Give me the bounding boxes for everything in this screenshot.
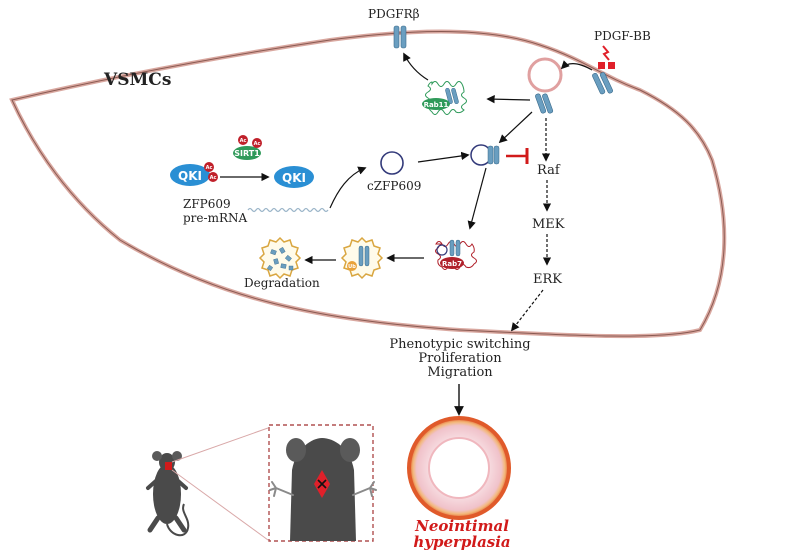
ligand-icon [598, 45, 615, 69]
outcome-migration: Migration [427, 365, 493, 380]
pre-mrna-strand [247, 207, 329, 213]
degradation-label: Degradation [244, 276, 320, 290]
result-label-line1: Neointimal [414, 517, 509, 535]
vessel-lumen [428, 437, 490, 499]
result-label-line2: hyperplasia [413, 533, 510, 551]
endocytic-vesicle [527, 57, 563, 93]
pathway-raf: Raf [537, 163, 561, 178]
ligand-bound-receptor [592, 72, 614, 95]
pathway-mek: MEK [532, 217, 565, 232]
svg-text:Ac: Ac [240, 138, 247, 144]
outcome-proliferation: Proliferation [418, 351, 502, 366]
recycling-endosome [425, 81, 467, 115]
qki-acetylated [170, 164, 210, 186]
ligand-label: PDGF-BB [594, 29, 651, 43]
circrna-label: cZFP609 [367, 179, 421, 193]
qki-deacetylated [274, 166, 314, 188]
svg-text:Ac: Ac [206, 165, 213, 171]
circrna [380, 151, 404, 175]
acetyl-group [252, 138, 262, 148]
sirt1-label: SIRT1 [234, 149, 260, 158]
svg-text:Ac: Ac [254, 141, 261, 147]
rab11-label: Rab11 [424, 101, 449, 109]
degradation-vesicle [258, 236, 302, 280]
sirt1-enzyme [233, 146, 261, 160]
svg-text:Ub: Ub [348, 264, 356, 270]
svg-text:Ac: Ac [210, 175, 217, 181]
rab11-badge [422, 98, 450, 110]
acetyl-group [208, 172, 218, 182]
injury-site-marker [165, 462, 172, 470]
outcome-phenotypic-switching: Phenotypic switching [389, 337, 530, 352]
ubiquitin-tag [347, 261, 357, 271]
internalized-receptor [535, 93, 554, 114]
rab7-badge [440, 257, 464, 269]
membrane-receptor [393, 25, 407, 49]
pre-mrna-label: ZFP609 [183, 197, 231, 211]
pre-mrna-label: pre-mRNA [183, 211, 247, 225]
protein-fragments [266, 246, 294, 272]
acetyl-group [238, 135, 248, 145]
cell-label: VSMCs [103, 70, 171, 90]
qki-label: QKI [178, 169, 202, 183]
qki-label: QKI [282, 171, 306, 185]
acetyl-group [204, 162, 214, 172]
receptor-label: PDGFRβ [368, 7, 420, 21]
pathway-erk: ERK [533, 272, 562, 287]
rab7-label: Rab7 [442, 260, 462, 268]
ligation-mark [317, 479, 327, 489]
